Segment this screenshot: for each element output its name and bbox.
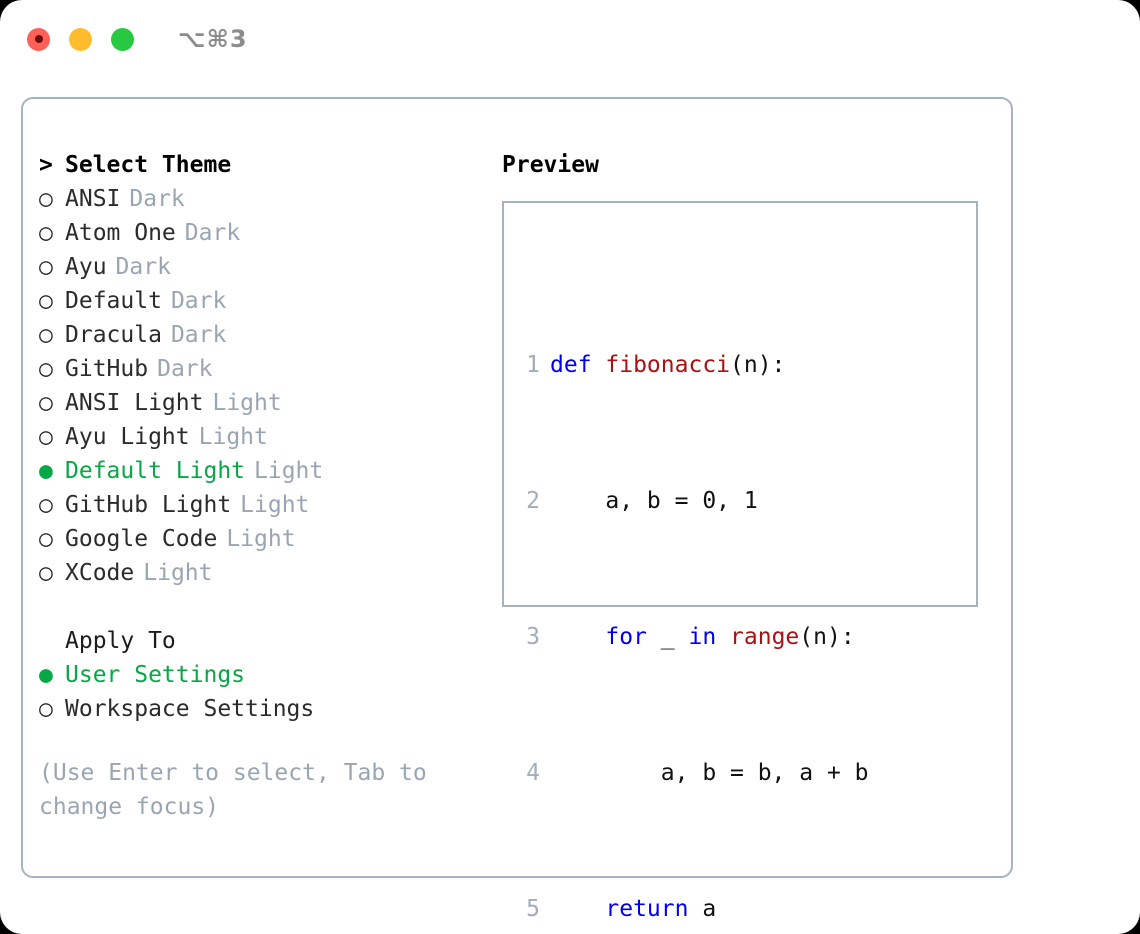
code-token: a, b = 0, 1 xyxy=(550,488,758,514)
code-line: 1 def fibonacci(n): xyxy=(516,348,896,382)
theme-tag: Dark xyxy=(170,288,227,314)
window-controls xyxy=(27,27,134,51)
apply-to-header: ○Apply To xyxy=(39,624,489,658)
radio-unselected-icon: ○ xyxy=(39,288,53,314)
code-token: _ xyxy=(660,624,689,650)
code-token: def xyxy=(550,352,606,378)
radio-unselected-icon: ○ xyxy=(39,526,53,552)
theme-name: Default xyxy=(65,288,162,314)
apply-to-label: Workspace Settings xyxy=(65,696,315,722)
theme-name: Default Light xyxy=(65,458,246,484)
theme-name: Google Code xyxy=(65,526,218,552)
theme-name: XCode xyxy=(65,560,135,586)
theme-list-item[interactable]: ○ Atom One Dark xyxy=(39,216,489,250)
theme-tag: Dark xyxy=(157,356,213,382)
theme-list-item[interactable]: ○ GitHub Dark xyxy=(39,352,489,386)
theme-list-item[interactable]: ○ ANSI Light Light xyxy=(39,386,489,420)
code-token: a, b = b, a + b xyxy=(550,760,869,786)
code-token: return xyxy=(550,896,703,922)
code-token: fibonacci xyxy=(605,352,731,378)
prompt-caret-icon: > xyxy=(39,152,53,178)
radio-unselected-icon: ○ xyxy=(39,356,53,382)
code-line: 5 return a xyxy=(516,892,896,926)
theme-tag: Light xyxy=(226,526,296,552)
radio-unselected-icon: ○ xyxy=(39,186,53,212)
theme-name: GitHub Light xyxy=(65,492,232,518)
title-bar: ⌥⌘3 xyxy=(0,0,1140,78)
line-number: 2 xyxy=(526,488,540,514)
keyboard-hint-text: (Use Enter to select, Tab to change focu… xyxy=(39,760,441,820)
theme-tag: Dark xyxy=(184,220,241,246)
line-number: 3 xyxy=(526,624,540,650)
theme-name: Atom One xyxy=(65,220,176,246)
code-token: (n): xyxy=(799,624,855,650)
theme-list-item[interactable]: ○ Default Dark xyxy=(39,284,489,318)
apply-to-label: User Settings xyxy=(65,662,246,688)
theme-name: ANSI Light xyxy=(65,390,204,416)
theme-tag: Dark xyxy=(170,322,227,348)
line-number: 5 xyxy=(526,896,540,922)
theme-list-item[interactable]: ○ GitHub Light Light xyxy=(39,488,489,522)
zoom-button[interactable] xyxy=(111,27,134,51)
radio-unselected-icon: ○ xyxy=(39,560,53,586)
keyboard-shortcut-label: ⌥⌘3 xyxy=(178,25,248,53)
radio-unselected-icon: ○ xyxy=(39,424,53,450)
theme-tag: Dark xyxy=(129,186,185,212)
theme-list-item[interactable]: ○ Ayu Light Light xyxy=(39,420,489,454)
spacer-icon: ○ xyxy=(39,624,65,658)
line-number: 1 xyxy=(526,352,540,378)
radio-unselected-icon: ○ xyxy=(39,220,53,246)
theme-list-item[interactable]: ○ Google Code Light xyxy=(39,522,489,556)
radio-unselected-icon: ○ xyxy=(39,696,53,722)
apply-to-header-label: Apply To xyxy=(65,628,176,654)
theme-tag: Light xyxy=(212,390,282,416)
code-token: in xyxy=(688,624,731,650)
radio-selected-icon: ● xyxy=(39,458,53,484)
theme-tag: Light xyxy=(240,492,310,518)
code-token: for xyxy=(550,624,661,650)
line-number: 4 xyxy=(526,760,540,786)
theme-name: Ayu xyxy=(65,254,107,280)
radio-unselected-icon: ○ xyxy=(39,254,53,280)
theme-tag: Light xyxy=(254,458,324,484)
theme-tag: Light xyxy=(143,560,213,586)
select-theme-header-label: Select Theme xyxy=(65,152,232,178)
close-button[interactable] xyxy=(27,27,50,51)
radio-selected-icon: ● xyxy=(39,662,53,688)
theme-list-item[interactable]: ○ Ayu Dark xyxy=(39,250,489,284)
code-token: range xyxy=(730,624,800,650)
apply-to-item-user-settings[interactable]: ● User Settings xyxy=(39,658,489,692)
code-token: a xyxy=(702,896,717,922)
code-line: 4 a, b = b, a + b xyxy=(516,756,896,790)
radio-unselected-icon: ○ xyxy=(39,390,53,416)
apply-to-item-workspace-settings[interactable]: ○ Workspace Settings xyxy=(39,692,489,726)
minimize-button[interactable] xyxy=(69,27,92,51)
theme-list-item[interactable]: ○ XCode Light xyxy=(39,556,489,590)
theme-name: ANSI xyxy=(65,186,121,212)
theme-name: Dracula xyxy=(65,322,162,348)
theme-name: Ayu Light xyxy=(65,424,190,450)
radio-unselected-icon: ○ xyxy=(39,492,53,518)
section-spacer xyxy=(39,590,489,624)
theme-tag: Dark xyxy=(115,254,171,280)
theme-list-item-selected[interactable]: ● Default Light Light xyxy=(39,454,489,488)
theme-list-item[interactable]: ○ Dracula Dark xyxy=(39,318,489,352)
theme-name: GitHub xyxy=(65,356,149,382)
select-theme-header: > Select Theme xyxy=(39,148,489,182)
code-token: (n): xyxy=(730,352,786,378)
theme-tag: Light xyxy=(198,424,268,450)
preview-title: Preview xyxy=(502,152,599,178)
theme-list-item[interactable]: ○ ANSI Dark xyxy=(39,182,489,216)
code-line: 2 a, b = 0, 1 xyxy=(516,484,896,518)
radio-unselected-icon: ○ xyxy=(39,322,53,348)
code-line: 3 for _ in range(n): xyxy=(516,620,896,654)
